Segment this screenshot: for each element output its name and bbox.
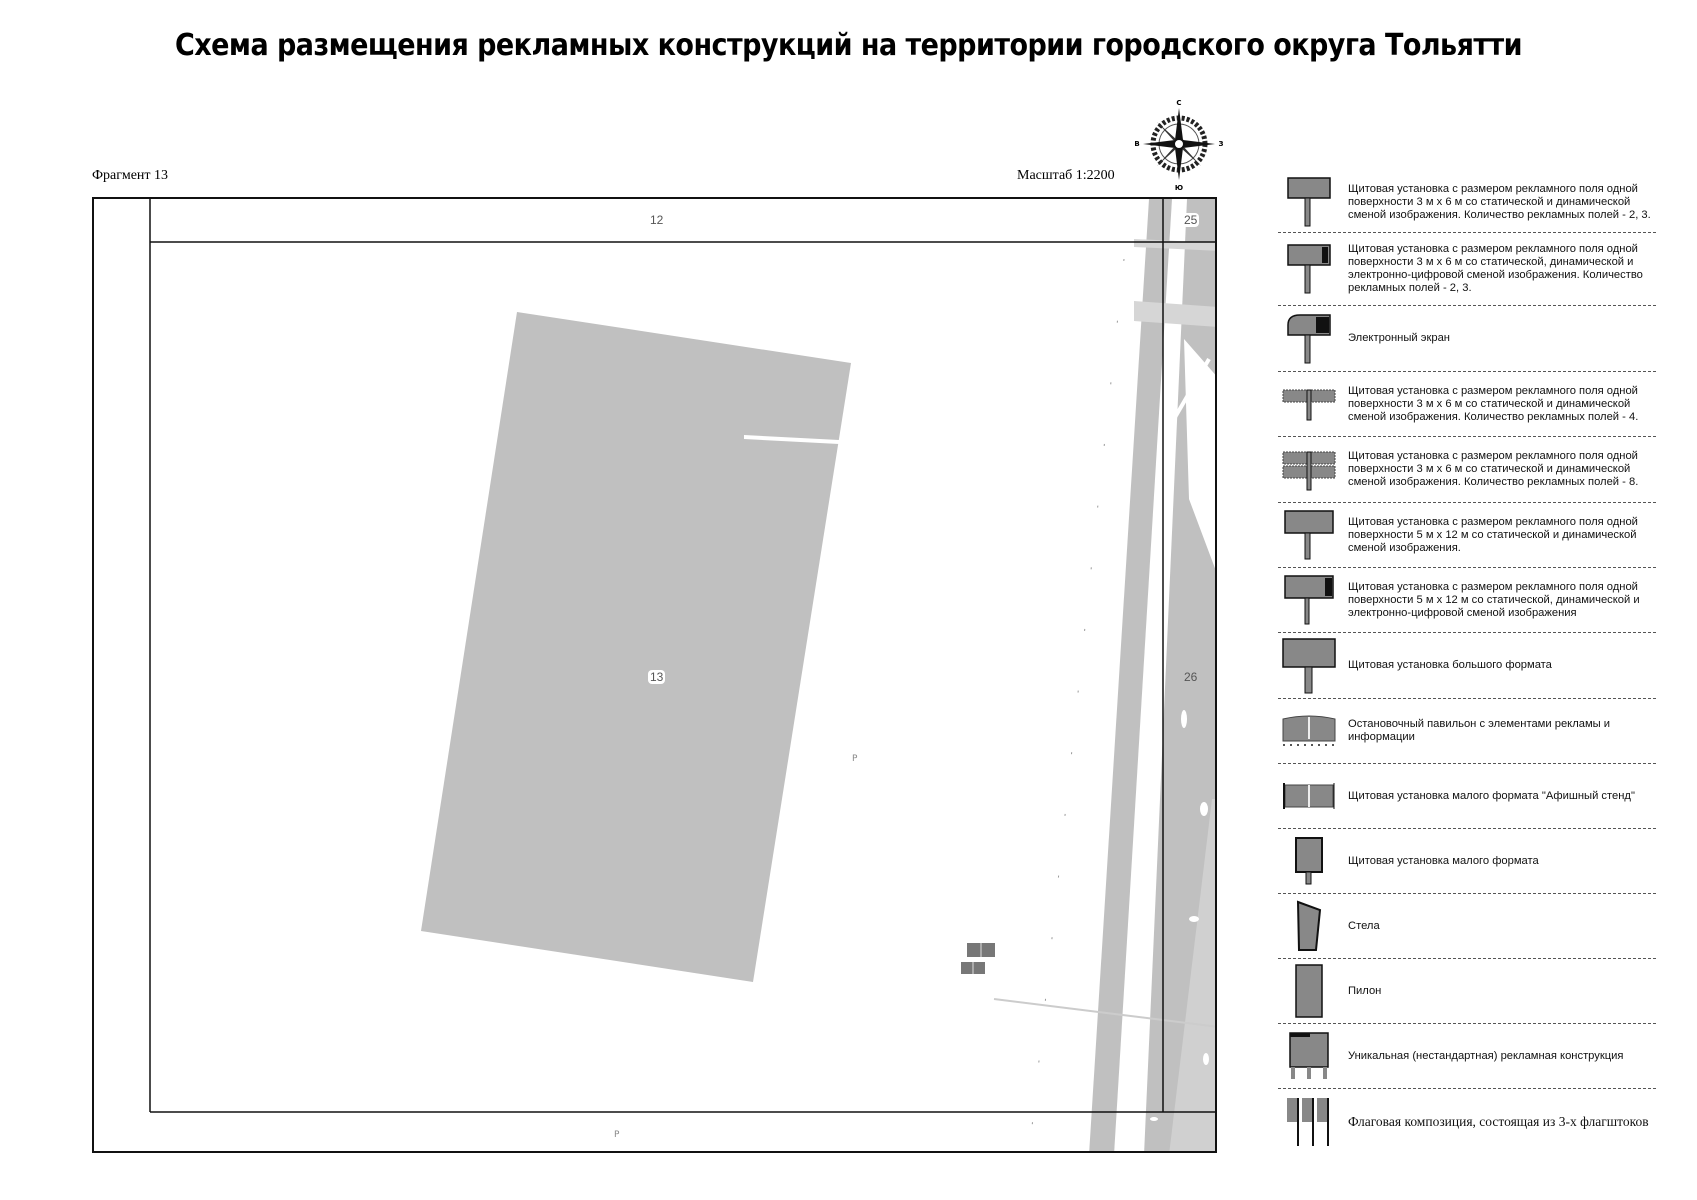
map-fragment[interactable]: P P 12 25 13 26 bbox=[92, 197, 1217, 1153]
legend: Щитовая установка с размером рекламного … bbox=[1278, 172, 1656, 1154]
compass-west-label: В bbox=[1134, 140, 1139, 148]
flag-composition-icon bbox=[1278, 1096, 1340, 1148]
sheet-label-13: 13 bbox=[648, 670, 666, 684]
pylon-icon bbox=[1278, 963, 1340, 1019]
compass-east-label: З bbox=[1219, 140, 1224, 148]
billboard-3x6-digital-icon bbox=[1278, 243, 1340, 295]
legend-item: Щитовая установка с размером рекламного … bbox=[1278, 437, 1656, 503]
billboard-5x12-static-dynamic-icon bbox=[1278, 509, 1340, 561]
unique-construction-icon bbox=[1278, 1031, 1340, 1081]
sheet-label-12: 12 bbox=[648, 213, 666, 227]
large-format-billboard-icon bbox=[1278, 637, 1340, 695]
legend-item: Уникальная (нестандартная) рекламная кон… bbox=[1278, 1024, 1656, 1089]
poster-stand-icon bbox=[1278, 781, 1340, 811]
small-format-billboard-icon bbox=[1278, 836, 1340, 886]
bus-stop-pavilion-icon bbox=[1278, 713, 1340, 749]
compass-rose-icon: С Ю В З bbox=[1133, 98, 1225, 192]
billboard-3x6-4-fields-icon bbox=[1278, 384, 1340, 424]
bus-stop-pavilion-marker[interactable] bbox=[961, 943, 995, 974]
legend-item: Щитовая установка с размером рекламного … bbox=[1278, 568, 1656, 633]
legend-item: Щитовая установка малого формата "Афишны… bbox=[1278, 764, 1656, 829]
compass-south-label: Ю bbox=[1175, 184, 1183, 190]
legend-item: Пилон bbox=[1278, 959, 1656, 1024]
billboard-5x12-digital-icon bbox=[1278, 574, 1340, 626]
legend-item: Остановочный павильон с элементами рекла… bbox=[1278, 699, 1656, 764]
scale-label: Масштаб 1:2200 bbox=[1017, 168, 1115, 183]
electronic-screen-icon bbox=[1278, 313, 1340, 365]
parking-marker: P bbox=[614, 1130, 620, 1140]
legend-item: Флаговая композиция, состоящая из 3-х фл… bbox=[1278, 1089, 1656, 1154]
sheet-label-26: 26 bbox=[1182, 670, 1200, 684]
billboard-3x6-static-dynamic-icon bbox=[1278, 176, 1340, 228]
billboard-3x6-8-fields-icon bbox=[1278, 448, 1340, 492]
page-title: Схема размещения рекламных конструкций н… bbox=[174, 28, 1523, 63]
stele-icon bbox=[1278, 900, 1340, 952]
parking-marker: P bbox=[852, 754, 858, 764]
legend-item: Щитовая установка с размером рекламного … bbox=[1278, 372, 1656, 437]
legend-item: Стела bbox=[1278, 894, 1656, 959]
building-13 bbox=[421, 312, 851, 982]
compass-north-label: С bbox=[1176, 99, 1181, 107]
legend-item: Щитовая установка малого формата bbox=[1278, 829, 1656, 894]
road-main-west bbox=[1089, 199, 1172, 1151]
fragment-label: Фрагмент 13 bbox=[92, 168, 169, 183]
legend-item: Щитовая установка с размером рекламного … bbox=[1278, 172, 1656, 233]
legend-item: Щитовая установка большого формата bbox=[1278, 633, 1656, 699]
sheet-label-25: 25 bbox=[1182, 213, 1200, 227]
legend-item: Щитовая установка с размером рекламного … bbox=[1278, 233, 1656, 306]
legend-item: Электронный экран bbox=[1278, 306, 1656, 372]
legend-item: Щитовая установка с размером рекламного … bbox=[1278, 503, 1656, 568]
